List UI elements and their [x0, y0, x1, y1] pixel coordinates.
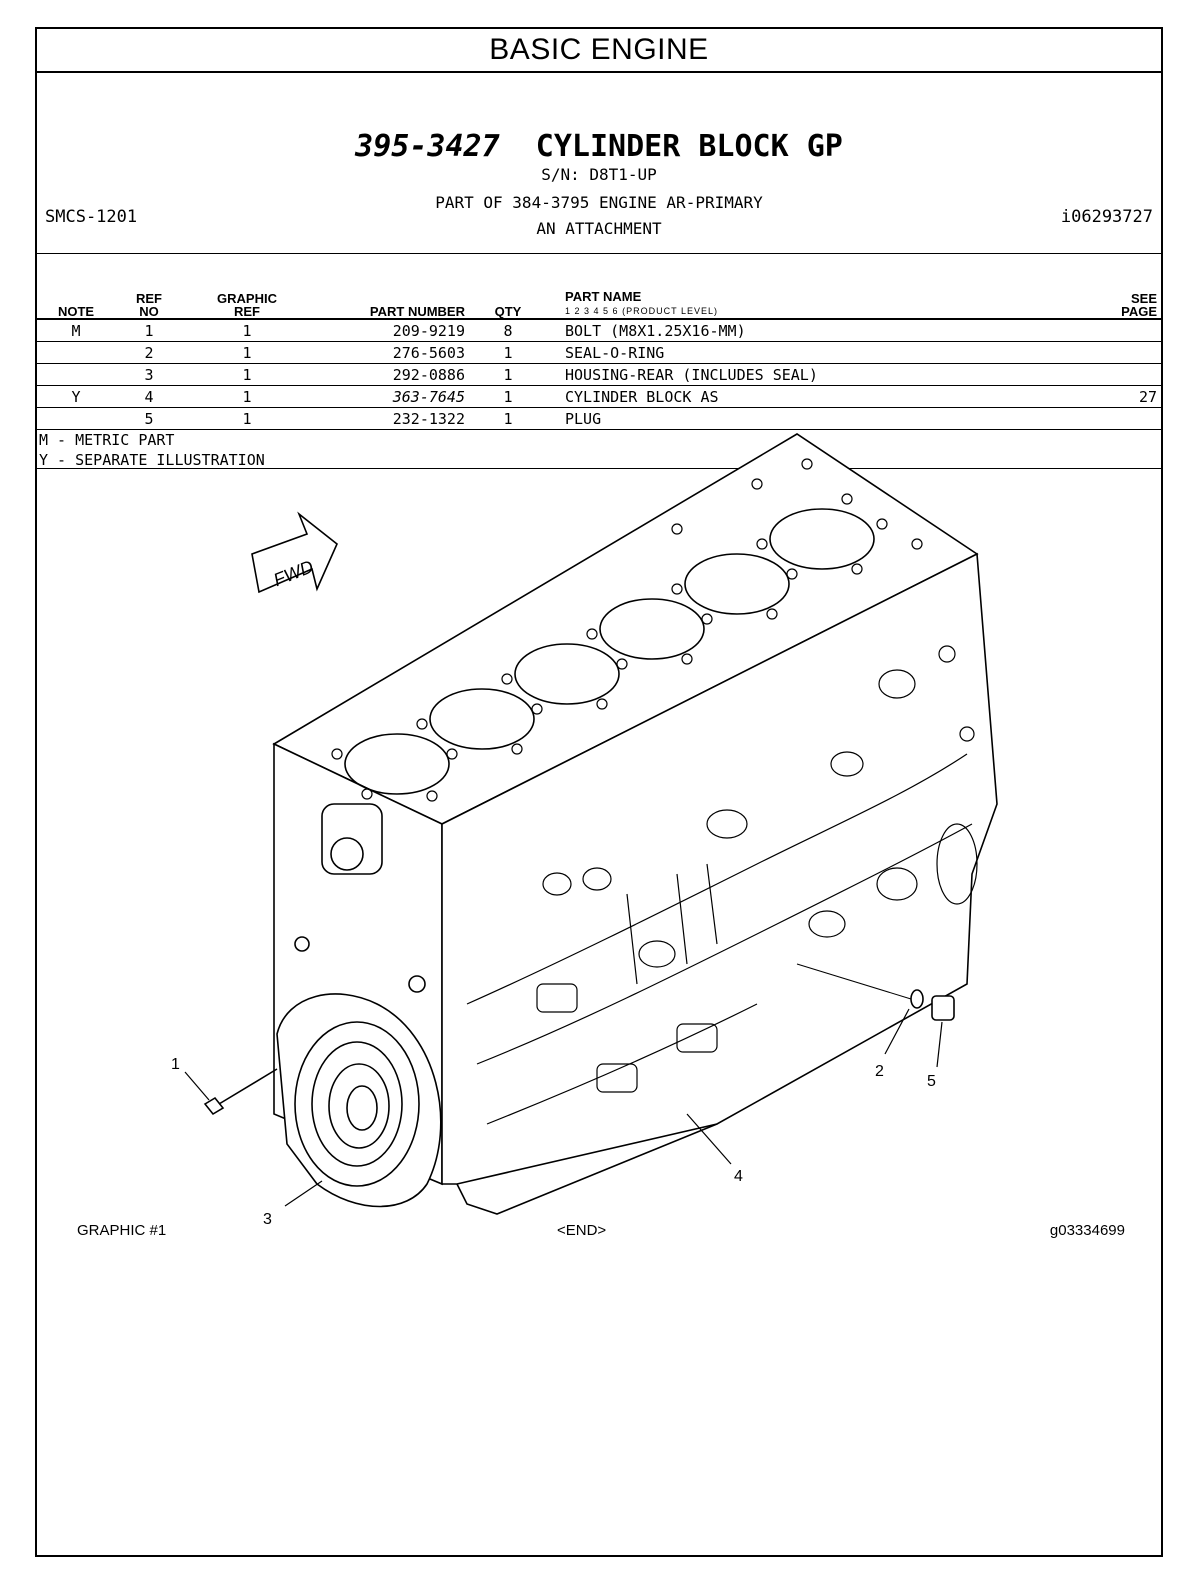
- bolt-drawing: [203, 1068, 278, 1116]
- col-note: NOTE: [37, 280, 115, 320]
- page-frame: BASIC ENGINE 395-3427 CYLINDER BLOCK GP …: [35, 27, 1163, 1557]
- cell-part-number: 209-9219: [311, 319, 469, 342]
- cell-gref: 1: [183, 319, 311, 342]
- callout-1: 1: [171, 1056, 180, 1073]
- cell-see-page: [1083, 407, 1161, 430]
- group-title: 395-3427 CYLINDER BLOCK GP: [37, 129, 1161, 164]
- col-qty: QTY: [469, 280, 547, 320]
- cell-ref: 5: [115, 407, 183, 430]
- cell-see-page: [1083, 319, 1161, 342]
- cell-part-name: HOUSING-REAR (INCLUDES SEAL): [547, 363, 1083, 386]
- table-row: Y 4 1 363-7645 1 CYLINDER BLOCK AS 27: [37, 385, 1161, 408]
- group-part-number: 395-3427: [355, 129, 500, 164]
- cell-note: M: [37, 319, 115, 342]
- callout-4: 4: [734, 1168, 743, 1185]
- serial-number: S/N: D8T1-UP: [541, 165, 657, 184]
- cell-part-name: PLUG: [547, 407, 1083, 430]
- cell-part-number: 292-0886: [311, 363, 469, 386]
- table-row: 3 1 292-0886 1 HOUSING-REAR (INCLUDES SE…: [37, 363, 1161, 386]
- note-separate-illustration: Y - SEPARATE ILLUSTRATION: [39, 451, 265, 469]
- table-row: 5 1 232-1322 1 PLUG: [37, 407, 1161, 430]
- cell-part-name: SEAL-O-RING: [547, 341, 1083, 364]
- cell-note: Y: [37, 385, 115, 408]
- cell-see-page[interactable]: 27: [1083, 385, 1161, 408]
- cell-part-number: 232-1322: [311, 407, 469, 430]
- table-row: M 1 1 209-9219 8 BOLT (M8X1.25X16-MM): [37, 319, 1161, 342]
- cell-qty: 1: [469, 363, 547, 386]
- table-row: 2 1 276-5603 1 SEAL-O-RING: [37, 341, 1161, 364]
- callout-leaders: [184, 1008, 943, 1207]
- fwd-arrow-icon: FWD: [251, 511, 338, 594]
- engine-illustration: FWD: [171, 433, 998, 1228]
- callout-3: 3: [263, 1211, 272, 1228]
- cell-part-name: CYLINDER BLOCK AS: [547, 385, 1083, 408]
- cell-ref: 1: [115, 319, 183, 342]
- o-ring-drawing: [796, 963, 924, 1009]
- col-part-number: PART NUMBER: [311, 280, 469, 320]
- rear-housing-drawing: [276, 993, 442, 1208]
- cell-part-number: 276-5603: [311, 341, 469, 364]
- cell-ref: 3: [115, 363, 183, 386]
- document-id: i06293727: [1060, 207, 1153, 227]
- cell-gref: 1: [183, 341, 311, 364]
- notes-legend: M - METRIC PART Y - SEPARATE ILLUSTRATIO…: [37, 430, 1161, 469]
- cell-gref: 1: [183, 363, 311, 386]
- cell-part-number[interactable]: 363-7645: [311, 385, 469, 408]
- callout-5: 5: [927, 1073, 936, 1090]
- cell-note: [37, 341, 115, 364]
- note-metric: M - METRIC PART: [39, 431, 175, 449]
- cell-part-name: BOLT (M8X1.25X16-MM): [547, 319, 1083, 342]
- graphic-id: g03334699: [1049, 1222, 1125, 1239]
- group-header: 395-3427 CYLINDER BLOCK GP S/N: D8T1-UP …: [37, 73, 1161, 254]
- cell-qty: 1: [469, 385, 547, 408]
- end-marker: <END>: [557, 1222, 607, 1239]
- smcs-code: SMCS-1201: [45, 207, 138, 227]
- callout-2: 2: [875, 1063, 884, 1080]
- cell-note: [37, 407, 115, 430]
- cell-see-page: [1083, 341, 1161, 364]
- cell-note: [37, 363, 115, 386]
- cell-qty: 8: [469, 319, 547, 342]
- cell-gref: 1: [183, 407, 311, 430]
- cell-see-page: [1083, 363, 1161, 386]
- group-name: CYLINDER BLOCK GP: [535, 129, 843, 164]
- cell-qty: 1: [469, 341, 547, 364]
- cell-ref: 4: [115, 385, 183, 408]
- graphic-number: GRAPHIC #1: [77, 1222, 167, 1239]
- cell-qty: 1: [469, 407, 547, 430]
- plug-drawing: [931, 995, 955, 1021]
- cylinder-block-drawing: [203, 433, 998, 1215]
- attachment: AN ATTACHMENT: [536, 219, 662, 238]
- part-of: PART OF 384-3795 ENGINE AR-PRIMARY: [435, 193, 763, 212]
- cell-gref: 1: [183, 385, 311, 408]
- section-title: BASIC ENGINE: [37, 29, 1161, 73]
- cell-ref: 2: [115, 341, 183, 364]
